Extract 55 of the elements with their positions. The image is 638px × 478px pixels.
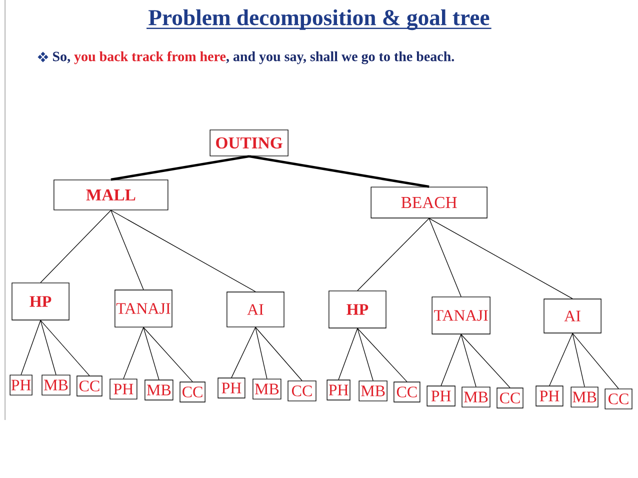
leaf-box: MB	[252, 378, 282, 400]
connector-line	[357, 328, 408, 382]
leaf-box: PH	[10, 374, 32, 396]
title: Problem decomposition & goal tree	[146, 9, 492, 30]
connector-line	[428, 218, 462, 297]
connector-line	[460, 334, 476, 388]
connector-line	[20, 320, 41, 376]
connector-line	[338, 328, 358, 380]
connector-line	[143, 327, 160, 380]
instruction-text: So, you back track from here, and you say, shall we go to the beach.	[53, 51, 454, 64]
leaf-box: CC	[180, 382, 206, 402]
connector-line	[143, 327, 193, 382]
connector-line	[572, 333, 585, 388]
leaf-box: PH	[326, 380, 350, 400]
connector-line	[357, 218, 430, 291]
connector-line	[123, 327, 144, 380]
leaf-box: CC	[76, 376, 102, 396]
connector-line	[110, 155, 250, 181]
connector-line	[460, 334, 510, 388]
connector-line	[572, 333, 619, 389]
connector-line	[428, 218, 573, 299]
leaf-box: CC	[496, 388, 524, 408]
leaf-box: MB	[570, 386, 598, 408]
leaf-box: MB	[462, 386, 490, 408]
connector-line	[440, 334, 462, 386]
goal-box: BEACH	[370, 186, 488, 218]
connector-line	[110, 210, 256, 292]
leaf-box: MB	[42, 374, 70, 396]
leaf-box: PH	[426, 386, 456, 406]
goal-box: AI	[544, 298, 602, 334]
leaf-box: PH	[218, 378, 246, 398]
goal-box: TANAJI	[114, 290, 172, 328]
connector-line	[255, 326, 302, 381]
connector-line	[40, 320, 56, 376]
leaf-box: CC	[604, 388, 632, 410]
connector-line	[357, 328, 374, 381]
leaf-box: PH	[110, 378, 138, 400]
leaf-box: CC	[394, 382, 420, 402]
leaf-box: MB	[358, 380, 388, 402]
connector-line	[40, 320, 90, 376]
connector-line	[248, 155, 430, 188]
goal-box: MALL	[54, 180, 168, 210]
connector-line	[255, 326, 268, 380]
goal-box: HP	[12, 282, 70, 320]
leaf-box: MB	[144, 380, 174, 400]
goal-box: AI	[226, 292, 284, 328]
goal-box: TANAJI	[432, 296, 490, 334]
root-box: OUTING	[210, 130, 288, 156]
connector-line	[549, 333, 573, 386]
connector-line	[40, 210, 112, 283]
connector-line	[231, 326, 256, 378]
connector-line	[110, 210, 144, 290]
goal-box: HP	[328, 290, 386, 328]
leaf-box: CC	[288, 380, 316, 402]
leaf-box: PH	[536, 386, 564, 406]
